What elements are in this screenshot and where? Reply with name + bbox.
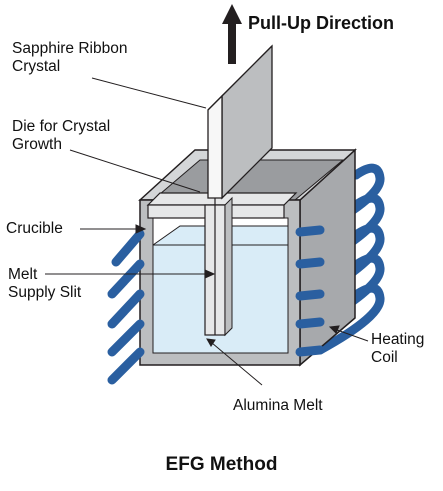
alumina-melt-label: Alumina Melt <box>233 397 323 414</box>
pull-up-label: Pull-Up Direction <box>248 13 395 33</box>
crucible-label: Crucible <box>6 220 63 237</box>
die-label: Die for Crystal Growth <box>12 118 111 153</box>
heating-coil-label: Heating Coil <box>371 331 425 366</box>
leader-lines <box>45 77 369 386</box>
pull-up-arrow <box>222 4 242 64</box>
sapphire-label: Sapphire Ribbon Crystal <box>12 40 128 75</box>
heating-coil-right-ends <box>295 225 325 357</box>
sapphire-ribbon-crystal <box>207 44 273 200</box>
heating-coil-front <box>107 229 145 385</box>
diagram-title: EFG Method <box>165 454 278 475</box>
melt-supply-label: Melt Supply Slit <box>8 266 82 301</box>
